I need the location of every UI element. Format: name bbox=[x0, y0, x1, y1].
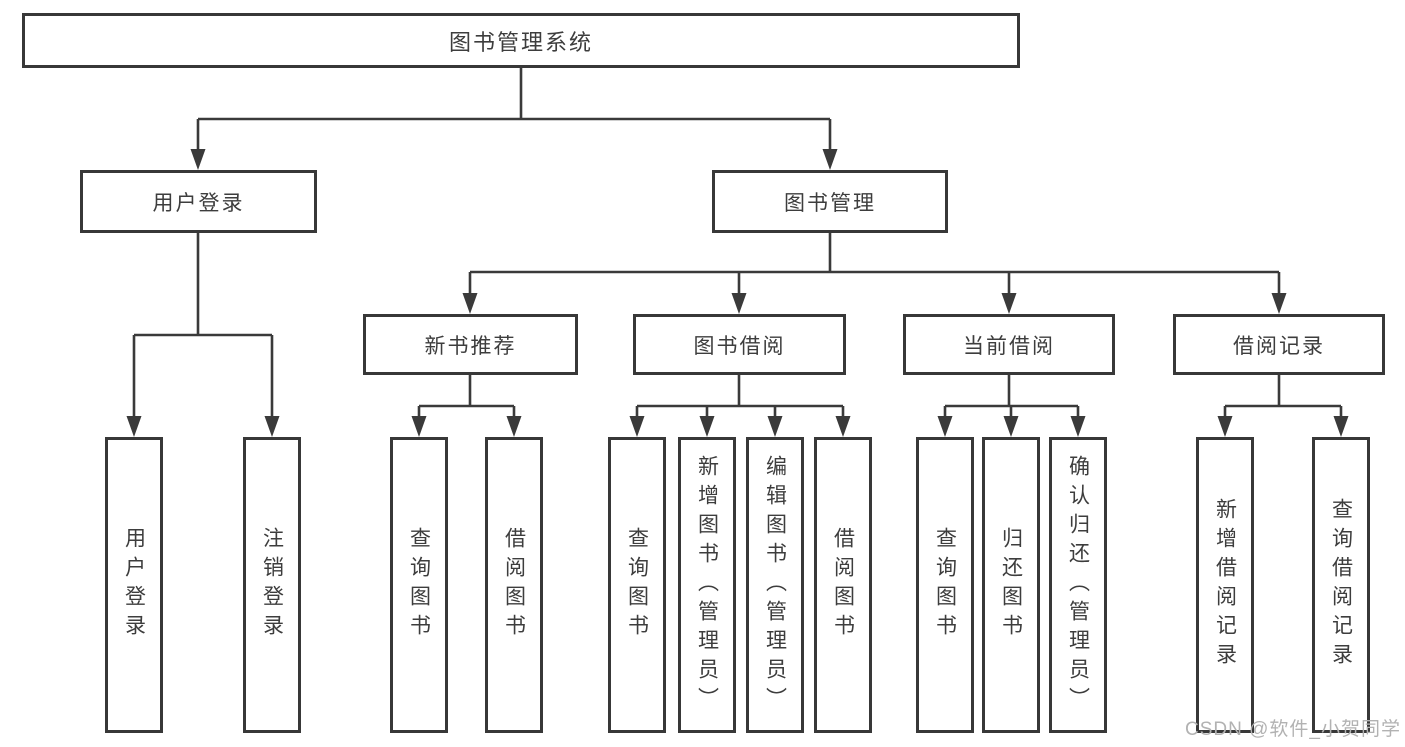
node-label: 当前借阅 bbox=[963, 334, 1055, 358]
node-label: 查询图书 bbox=[625, 527, 649, 643]
node-label: 查询借阅记录 bbox=[1329, 498, 1353, 672]
node-label: 查询图书 bbox=[407, 527, 431, 643]
node-label: 图书管理系统 bbox=[448, 29, 593, 55]
node-label: 图书管理 bbox=[784, 191, 876, 215]
leaf-query-books-borrowing: 查询图书 bbox=[608, 437, 666, 733]
leaf-add-borrow-record: 新增借阅记录 bbox=[1196, 437, 1254, 733]
leaf-borrow-books: 借阅图书 bbox=[814, 437, 872, 733]
node-label: 新增图书（管理员） bbox=[695, 454, 719, 716]
node-label: 借阅图书 bbox=[831, 527, 855, 643]
node-label: 确认归还（管理员） bbox=[1066, 454, 1090, 716]
node-label: 借阅记录 bbox=[1233, 334, 1325, 358]
node-library-system: 图书管理系统 bbox=[22, 13, 1020, 68]
leaf-query-books-current: 查询图书 bbox=[916, 437, 974, 733]
node-label: 归还图书 bbox=[999, 527, 1023, 643]
node-book-management: 图书管理 bbox=[712, 170, 948, 233]
leaf-add-books-admin: 新增图书（管理员） bbox=[678, 437, 736, 733]
node-label: 图书借阅 bbox=[693, 334, 786, 358]
node-book-borrowing: 图书借阅 bbox=[633, 314, 846, 375]
csdn-watermark: CSDN @软件_小贺同学 bbox=[1185, 719, 1401, 740]
leaf-query-books-recommend: 查询图书 bbox=[390, 437, 448, 733]
node-user-login-group: 用户登录 bbox=[80, 170, 317, 233]
node-label: 用户登录 bbox=[152, 191, 245, 215]
node-current-borrowing: 当前借阅 bbox=[903, 314, 1115, 375]
node-label: 新增借阅记录 bbox=[1213, 498, 1237, 672]
leaf-borrow-books-recommend: 借阅图书 bbox=[485, 437, 543, 733]
node-label: 编辑图书（管理员） bbox=[763, 454, 787, 716]
leaf-return-books: 归还图书 bbox=[982, 437, 1040, 733]
node-label: 查询图书 bbox=[933, 527, 957, 643]
node-label: 注销登录 bbox=[260, 527, 284, 643]
node-new-book-recommendation: 新书推荐 bbox=[363, 314, 578, 375]
node-borrowing-records: 借阅记录 bbox=[1173, 314, 1385, 375]
leaf-query-borrow-record: 查询借阅记录 bbox=[1312, 437, 1370, 733]
leaf-edit-books-admin: 编辑图书（管理员） bbox=[746, 437, 804, 733]
node-label: 新书推荐 bbox=[424, 334, 517, 358]
leaf-logout: 注销登录 bbox=[243, 437, 301, 733]
arrowheads bbox=[126, 149, 1349, 437]
leaf-confirm-return-admin: 确认归还（管理员） bbox=[1049, 437, 1107, 733]
node-label: 用户登录 bbox=[122, 527, 146, 643]
leaf-user-login: 用户登录 bbox=[105, 437, 163, 733]
node-label: 借阅图书 bbox=[502, 527, 526, 643]
